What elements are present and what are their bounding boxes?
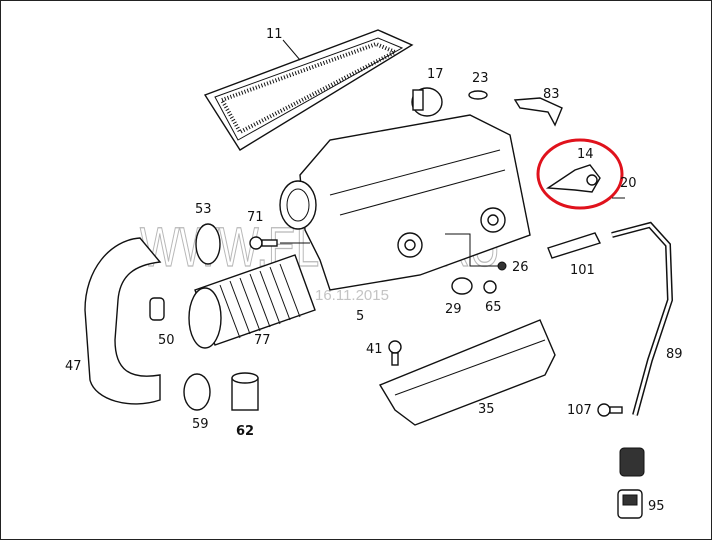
- part-35-heat-shield[interactable]: [378, 319, 556, 426]
- label-part-35: 35: [478, 402, 495, 417]
- label-part-47: 47: [65, 359, 82, 374]
- part-50[interactable]: [149, 297, 165, 321]
- label-part-77: 77: [254, 333, 271, 348]
- part-71-bolt[interactable]: [249, 236, 278, 250]
- part-41-bolt[interactable]: [388, 340, 402, 366]
- label-part-11: 11: [266, 27, 283, 42]
- part-83[interactable]: [513, 97, 563, 127]
- part-77-bellows[interactable]: [188, 254, 316, 349]
- part-intake-manifold[interactable]: [279, 114, 531, 291]
- part-62-sleeve[interactable]: [231, 372, 259, 411]
- label-part-20: 20: [620, 176, 637, 191]
- label-part-29: 29: [445, 302, 462, 317]
- part-17[interactable]: [411, 87, 443, 117]
- date-stamp: 16.11.2015: [315, 287, 389, 304]
- part-26-nut[interactable]: [497, 261, 507, 271]
- part-connector[interactable]: [619, 447, 645, 477]
- part-95[interactable]: [617, 489, 643, 519]
- label-part-95: 95: [648, 499, 665, 514]
- label-part-89: 89: [666, 347, 683, 362]
- part-23[interactable]: [468, 90, 488, 100]
- label-part-83: 83: [543, 87, 560, 102]
- part-65-bolt[interactable]: [483, 280, 497, 294]
- label-part-17: 17: [427, 67, 444, 82]
- label-part-71: 71: [247, 210, 264, 225]
- label-part-5: 5: [356, 309, 364, 324]
- part-14-sensor[interactable]: [545, 164, 601, 193]
- label-part-53: 53: [195, 202, 212, 217]
- label-part-101: 101: [570, 263, 595, 278]
- part-air-filter[interactable]: [203, 29, 414, 151]
- label-part-50: 50: [158, 333, 175, 348]
- label-part-23: 23: [472, 71, 489, 86]
- label-part-41: 41: [366, 342, 383, 357]
- part-107-bolt[interactable]: [597, 403, 623, 417]
- part-53-clamp[interactable]: [195, 223, 221, 265]
- part-89-pipe[interactable]: [611, 221, 674, 416]
- label-part-65: 65: [485, 300, 502, 315]
- highlight-circle: [536, 138, 624, 210]
- label-part-26: 26: [512, 260, 529, 275]
- part-59-clamp[interactable]: [183, 373, 211, 411]
- label-part-62: 62: [236, 424, 254, 439]
- part-101-hose[interactable]: [547, 232, 601, 259]
- label-part-107: 107: [567, 403, 592, 418]
- part-47-duct[interactable]: [84, 237, 162, 405]
- label-part-59: 59: [192, 417, 209, 432]
- label-part-14: 14: [577, 147, 594, 162]
- part-29[interactable]: [451, 277, 473, 295]
